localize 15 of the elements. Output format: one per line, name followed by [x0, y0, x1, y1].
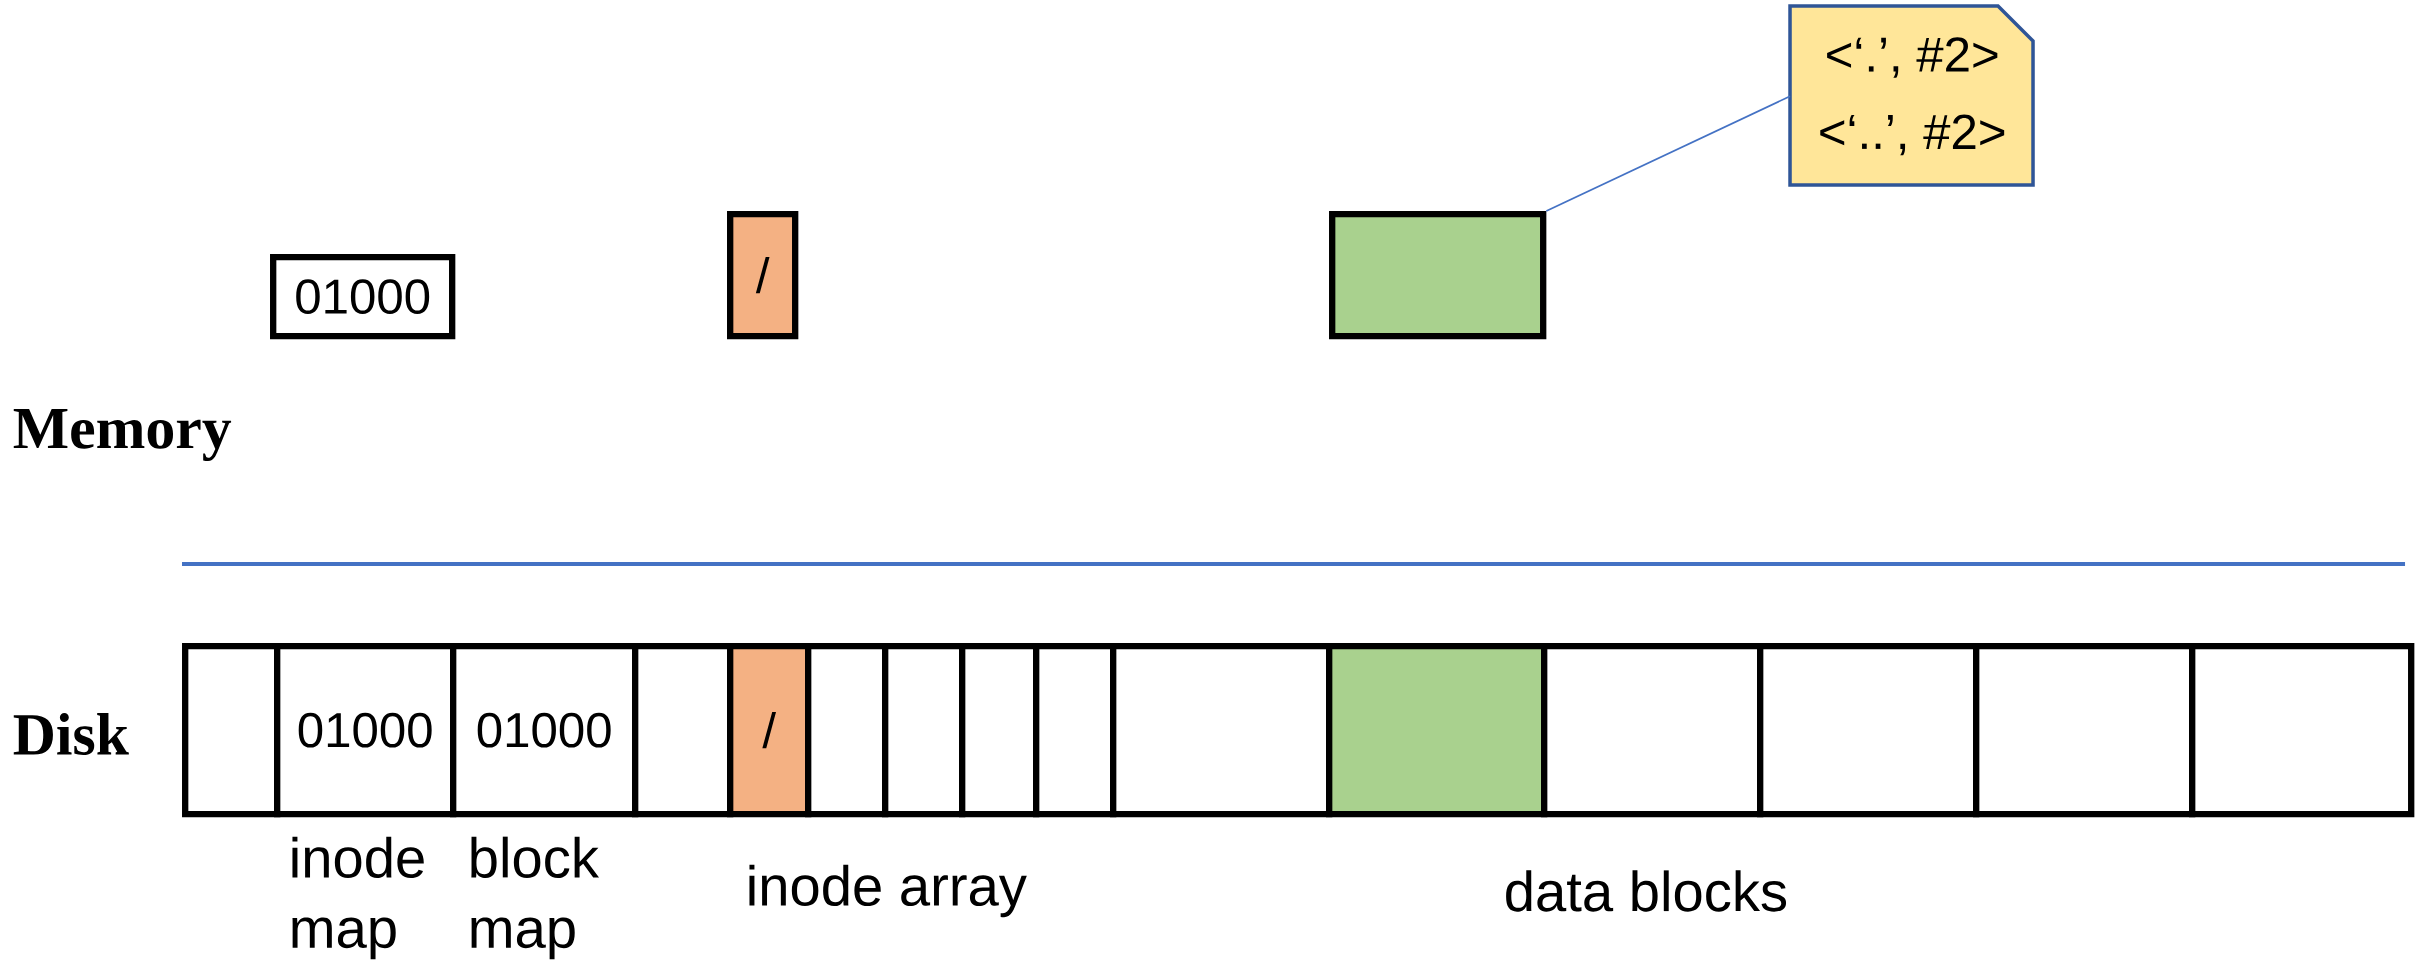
disk-block: 01000: [450, 643, 639, 818]
region-label: inode array: [749, 864, 1027, 918]
region-label: data blocks: [1506, 870, 1787, 912]
memory-cell: 01000: [270, 254, 456, 340]
disk-block: 01000: [274, 643, 457, 818]
leader-line: [1545, 95, 1791, 212]
disk-block: /: [727, 643, 812, 818]
memory-cell: [1329, 211, 1547, 340]
memory-cell: /: [727, 211, 799, 340]
region-label: block map: [471, 836, 599, 960]
row-label: Disk: [13, 713, 129, 756]
sticky-note: <‘.’, #2> <‘..’, #2>: [1788, 4, 2035, 187]
row-label: Memory: [13, 408, 232, 461]
disk-block: [2189, 643, 2415, 818]
region-label: inode map: [292, 836, 424, 960]
